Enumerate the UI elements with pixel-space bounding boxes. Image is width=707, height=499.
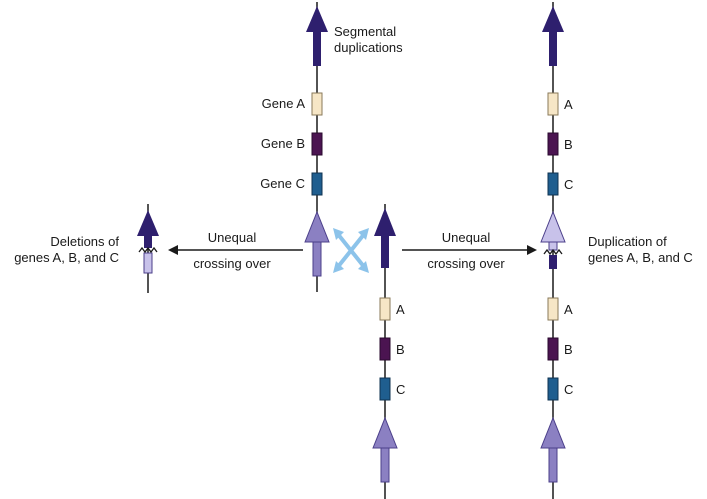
gene-a-short-label: A <box>564 302 573 317</box>
segmental-duplication-arrow-bottom-dark <box>374 208 396 268</box>
gene-b-short-label: B <box>564 342 573 357</box>
gene-c-box <box>547 377 559 401</box>
segmental-duplication-arrow-light-top <box>304 210 330 277</box>
segmental-duplications-label-line2: duplications <box>334 40 403 55</box>
gene-c-box <box>547 172 559 196</box>
deletion-pale-segment <box>143 252 153 274</box>
gene-c-box <box>379 377 391 401</box>
gene-a-short-label: A <box>564 97 573 112</box>
unequal-label-left: Unequal <box>208 230 257 245</box>
unequal-label-right: Unequal <box>442 230 491 245</box>
gene-c-label: Gene C <box>260 176 305 191</box>
gene-c-short-label: C <box>564 177 573 192</box>
duplication-label-line2: genes A, B, and C <box>588 250 693 265</box>
breakpoint-zigzag-icon <box>138 246 158 254</box>
gene-b-short-label: B <box>564 137 573 152</box>
gene-a-box <box>547 297 559 321</box>
duplication-chromosome <box>540 2 566 499</box>
duplication-bottom-light-arrow <box>540 416 566 483</box>
duplication-dark-segment <box>549 255 557 269</box>
chromosome-top <box>304 2 330 292</box>
gene-b-label: Gene B <box>261 136 305 151</box>
duplication-pale-arrow <box>540 210 566 251</box>
gene-b-box <box>311 132 323 156</box>
deletion-chromosome <box>137 204 159 293</box>
gene-a-short-label: A <box>396 302 405 317</box>
crossing-over-label-left: crossing over <box>193 256 271 271</box>
gene-a-box <box>379 297 391 321</box>
gene-c-short-label: C <box>396 382 405 397</box>
gene-c-box <box>311 172 323 196</box>
gene-c-short-label: C <box>564 382 573 397</box>
gene-b-box <box>547 337 559 361</box>
gene-b-box <box>547 132 559 156</box>
chromosome-bottom <box>372 204 398 499</box>
deletions-label-line2: genes A, B, and C <box>14 250 119 265</box>
segmental-duplications-label-line1: Segmental <box>334 24 396 39</box>
gene-a-box <box>547 92 559 116</box>
deletions-label-line1: Deletions of <box>50 234 119 249</box>
segmental-duplication-arrow-top <box>306 6 328 66</box>
gene-a-box <box>311 92 323 116</box>
gene-b-box <box>379 337 391 361</box>
deletion-dark-arrow <box>137 210 159 248</box>
duplication-label-line1: Duplication of <box>588 234 667 249</box>
duplication-top-dark-arrow <box>542 6 564 66</box>
gene-a-label: Gene A <box>262 96 306 111</box>
crossing-over-label-right: crossing over <box>427 256 505 271</box>
segmental-duplication-arrow-bottom-light <box>372 416 398 483</box>
gene-b-short-label: B <box>396 342 405 357</box>
crossover-x-icon <box>333 228 369 273</box>
breakpoint-zigzag-icon <box>543 248 563 256</box>
